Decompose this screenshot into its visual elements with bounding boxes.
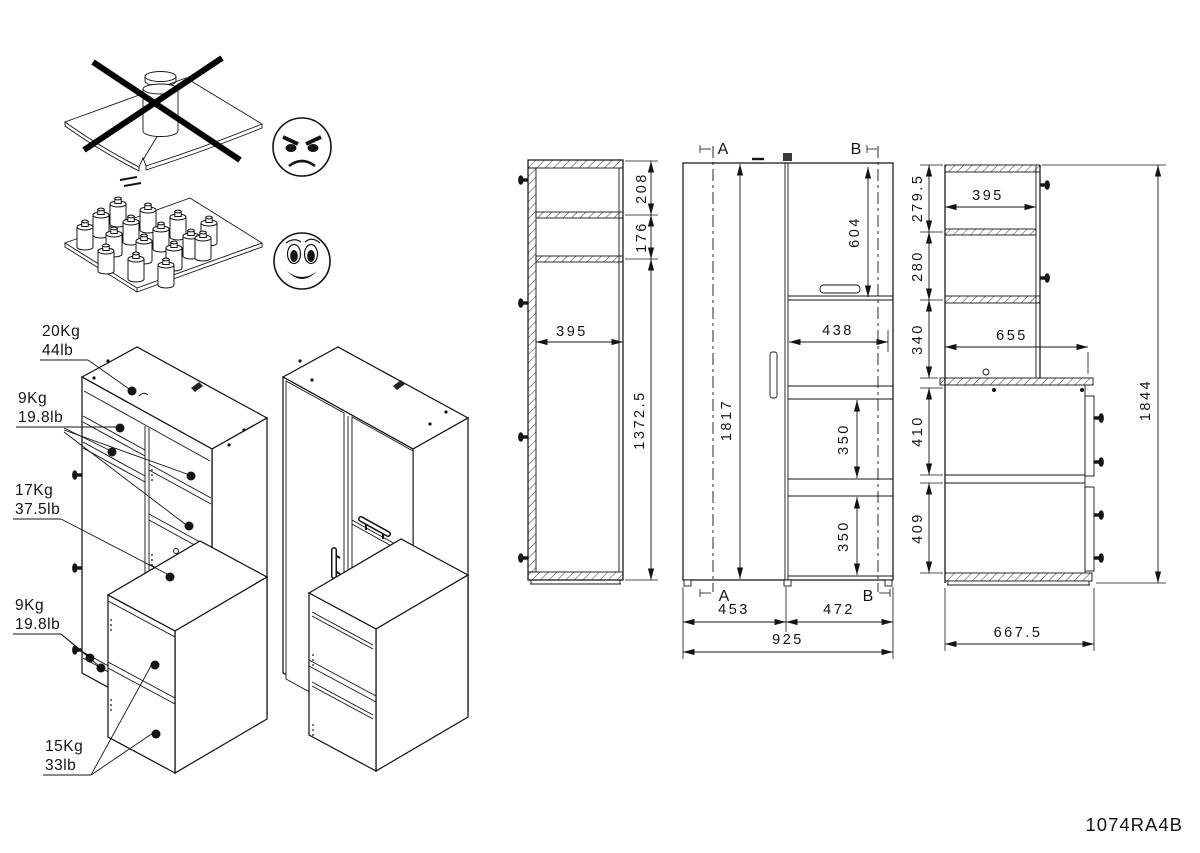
weight-lb: 37.5lb	[15, 501, 60, 518]
drawer-front	[1084, 486, 1095, 572]
dim-front-upper-door: 604	[847, 216, 863, 248]
dim-front-height: 1817	[719, 399, 735, 441]
dim-front-niche-width: 438	[822, 323, 854, 339]
load-warning-bad	[64, 55, 332, 187]
weight-lb: 19.8lb	[18, 409, 63, 426]
foot	[683, 579, 692, 587]
cam-fitting-icon	[1093, 553, 1104, 563]
view-front: A A B B 1817 604 438 350 350 453	[682, 141, 894, 659]
dim-side-b-top: 279.5	[910, 174, 926, 223]
dim-side-b-base-depth: 667.5	[994, 625, 1043, 641]
section-line-b: B B	[851, 141, 891, 605]
dim-side-a-second: 176	[634, 221, 650, 253]
cam-fitting-icon	[1093, 510, 1104, 520]
dim-side-a-top: 208	[634, 172, 650, 204]
weight-label-desk: 17Kg 37.5lb	[13, 482, 61, 520]
door-handle-icon	[769, 351, 778, 399]
weight-label-base-shelves: 15Kg 33lb	[43, 738, 91, 776]
dim-side-b-desk-depth: 655	[996, 328, 1028, 344]
dim-side-b-niche: 340	[910, 323, 926, 355]
load-point-callouts	[60, 359, 196, 776]
weight-label-upper-shelves: 9Kg 19.8lb	[16, 390, 64, 428]
section-label-a-top: A	[718, 141, 729, 158]
part-number: 1074RA4B	[1086, 814, 1183, 835]
cam-fitting-icon	[518, 553, 529, 563]
cam-fitting-icon	[72, 470, 83, 480]
view-section-a: 208 176 1372.5 395	[518, 159, 658, 585]
section-label-b-bottom: B	[863, 588, 874, 605]
angry-face-icon	[272, 117, 332, 177]
dim-front-right-width: 472	[823, 602, 855, 618]
dim-front-left-width: 453	[718, 602, 750, 618]
weight-kg: 15Kg	[45, 738, 83, 755]
drawer-front	[1084, 395, 1095, 477]
door-handle-icon	[819, 284, 861, 294]
base-unit-assembled	[307, 538, 470, 773]
cam-fitting-icon	[518, 432, 529, 442]
weight-limit-labels: 20Kg 44lb 9Kg 19.8lb 17Kg 37.5lb 9Kg 19.…	[13, 323, 91, 776]
dim-front-total-width: 925	[772, 632, 804, 648]
section-label-b-top: B	[851, 141, 862, 158]
dim-side-b-upper-drawer: 410	[910, 415, 926, 447]
view-section-b: 395 655 279.5	[910, 164, 1166, 651]
dim-side-b-lower-drawer: 409	[910, 512, 926, 544]
load-warning-good	[63, 196, 331, 293]
foot	[783, 579, 792, 587]
dim-side-a-width: 395	[556, 324, 588, 340]
cam-fitting-icon	[1093, 413, 1104, 423]
dim-side-a-lower-height: 1372.5	[632, 390, 648, 449]
hinge-mark-icon	[783, 153, 792, 161]
cam-fitting-icon	[1039, 273, 1050, 283]
weight-kg: 17Kg	[15, 482, 53, 499]
dim-side-b-total-height: 1844	[1138, 379, 1154, 421]
weight-kg: 20Kg	[42, 323, 80, 340]
foot	[884, 579, 893, 587]
weight-lb: 19.8lb	[15, 616, 60, 633]
cam-fitting-icon	[1093, 457, 1104, 467]
weight-label-top-shelf: 20Kg 44lb	[40, 323, 88, 361]
weight-lb: 33lb	[45, 757, 76, 774]
isometric-assembled-cabinet	[281, 346, 470, 773]
isometric-open-cabinet	[72, 346, 269, 775]
cam-fitting-icon	[1039, 180, 1050, 190]
dim-front-upper-drawer: 350	[836, 423, 852, 455]
cam-fitting-icon	[72, 563, 83, 573]
weight-kg: 9Kg	[18, 390, 47, 407]
dim-front-lower-drawer: 350	[836, 520, 852, 552]
weight-lb: 44lb	[42, 342, 73, 359]
weight-label-lower-shelf: 9Kg 19.8lb	[13, 597, 61, 635]
happy-face-icon	[273, 232, 331, 290]
dim-side-b-shelf-depth: 395	[972, 188, 1004, 204]
section-line-a: A A	[699, 141, 730, 605]
dim-side-b-second: 280	[910, 250, 926, 282]
cam-fitting-icon	[518, 175, 529, 185]
weight-kg: 9Kg	[15, 597, 44, 614]
cam-fitting-icon	[518, 298, 529, 308]
section-label-a-bottom: A	[719, 588, 730, 605]
prohibition-cross-icon	[82, 55, 242, 163]
